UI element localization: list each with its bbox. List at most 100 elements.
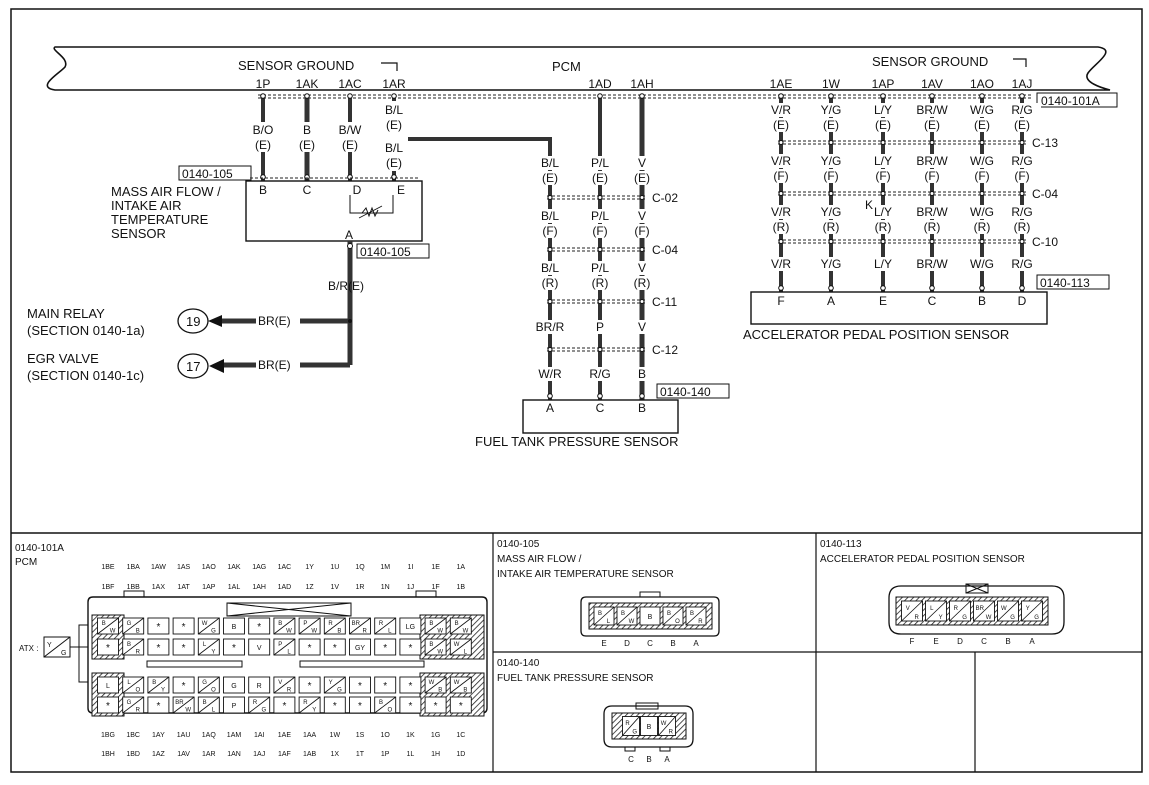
cavity-color-2: W bbox=[110, 628, 116, 634]
pcm-cavity bbox=[399, 696, 422, 714]
cavity-color-1: B bbox=[102, 621, 106, 627]
ftp-wire-label: V bbox=[638, 320, 646, 334]
cavity-color-2: W bbox=[629, 619, 635, 625]
cavity-color-2: R bbox=[362, 628, 367, 634]
app-wire-loc: (R) bbox=[974, 220, 991, 234]
cavity-split bbox=[198, 638, 220, 656]
app-wire-color: L/Y bbox=[874, 103, 892, 117]
splice-dot bbox=[880, 93, 886, 99]
pin-dot bbox=[639, 393, 645, 399]
pcm-cavity bbox=[323, 638, 346, 656]
cavity-color-2: W bbox=[286, 628, 292, 634]
cavity-color-1: B bbox=[278, 621, 282, 627]
pcm-cavity-label: 1AT bbox=[177, 584, 190, 591]
cavity-split bbox=[122, 676, 144, 694]
label-bg bbox=[963, 154, 1001, 168]
main-relay-label: MAIN RELAY (SECTION 0140-1a) bbox=[27, 306, 145, 338]
app-wire-loc: (E) bbox=[823, 118, 839, 132]
pcm-cavity bbox=[399, 638, 422, 656]
ftp-joint-C-04: C-04 bbox=[652, 243, 678, 257]
label-bg bbox=[291, 122, 323, 152]
label-bg bbox=[769, 220, 793, 234]
maf-wire-color: B/L bbox=[385, 141, 403, 155]
pin-dot bbox=[391, 174, 397, 180]
maf-wire-loc: (E) bbox=[255, 138, 271, 152]
cavity-color: * bbox=[333, 701, 337, 712]
cavity-color-1: V bbox=[278, 680, 282, 686]
pcm-cavity-label: 1L bbox=[407, 751, 415, 758]
joint-dot bbox=[547, 299, 553, 304]
maf-name-line: INTAKE AIR bbox=[111, 198, 182, 213]
cavity-color: * bbox=[408, 643, 412, 654]
joint-dot bbox=[1019, 239, 1025, 244]
cavity-color-2: B bbox=[136, 628, 140, 634]
joint-dot bbox=[639, 299, 645, 304]
app-connector-id-box bbox=[1036, 274, 1110, 290]
label-bg bbox=[864, 205, 902, 219]
panel-maf-pin-E: E bbox=[601, 639, 606, 648]
label-bg bbox=[864, 154, 902, 168]
cavity-split bbox=[949, 600, 971, 622]
label-bg bbox=[920, 118, 944, 132]
cavity-color: * bbox=[434, 701, 438, 712]
label-bg bbox=[1003, 257, 1041, 271]
pcm-cavity-label: 1BA bbox=[127, 564, 141, 571]
cavity-color-1: B bbox=[621, 611, 625, 617]
pcm-cavity bbox=[248, 638, 271, 656]
label-bg bbox=[864, 257, 902, 271]
cavity-color: * bbox=[459, 701, 463, 712]
app-wire-loc: (E) bbox=[924, 118, 940, 132]
pcm-cavity bbox=[147, 638, 170, 656]
pin-dot bbox=[597, 393, 603, 399]
sensor-ground-left-label: SENSOR GROUND bbox=[238, 58, 354, 73]
pcm-cavity-label: 1AQ bbox=[202, 732, 217, 739]
label-bg bbox=[583, 156, 617, 170]
pcm-cavity-label: 1M bbox=[380, 564, 390, 571]
label-bg bbox=[625, 156, 659, 170]
cavity-split bbox=[997, 600, 1019, 622]
cavity-color-1: R bbox=[625, 721, 630, 727]
pcm-cavity bbox=[349, 638, 371, 656]
ftp-wire-label: V bbox=[638, 209, 646, 223]
label-bg bbox=[970, 118, 994, 132]
outer-frame bbox=[10, 8, 1143, 773]
maf-sensor-body bbox=[245, 180, 423, 242]
pcm-cavity-label: 1AP bbox=[202, 584, 216, 591]
joint-dot bbox=[828, 239, 834, 244]
cavity-color: * bbox=[182, 681, 186, 692]
cavity-split bbox=[1021, 600, 1043, 622]
app-wire-color: BR/W bbox=[916, 257, 948, 271]
pcm-cavity-label: 1AY bbox=[152, 732, 165, 739]
pcm-cavity-label: 1W bbox=[330, 732, 341, 739]
pcm-cavity-label: 1K bbox=[406, 732, 415, 739]
ftp-wire-label: (E) bbox=[592, 171, 608, 185]
svg-text:(SECTION 0140-1a): (SECTION 0140-1a) bbox=[27, 323, 145, 338]
cavity-split bbox=[198, 696, 220, 714]
joint-dot bbox=[1019, 191, 1025, 196]
cavity-color-1: W bbox=[202, 621, 208, 627]
joint-dot bbox=[828, 140, 834, 145]
pcm-cavity bbox=[298, 638, 321, 656]
label-bg bbox=[769, 169, 793, 183]
pcm-cavity bbox=[374, 676, 397, 694]
pcm-cavity-label: 1AD bbox=[278, 584, 292, 591]
cavity-split bbox=[925, 600, 947, 622]
panel-maf-pin-D: D bbox=[624, 639, 630, 648]
app-wire-labels: V/RV/RV/RV/R(E)(F)(R)Y/GY/GY/GY/G(E)(F)(… bbox=[762, 103, 1041, 271]
cavity-split bbox=[273, 617, 296, 635]
joint-dot bbox=[597, 299, 603, 304]
label-bg bbox=[380, 101, 408, 171]
cavity-color: * bbox=[282, 701, 286, 712]
ftp-wire-label: B/L bbox=[541, 209, 559, 223]
app-wire-loc: (E) bbox=[1014, 118, 1030, 132]
maf-wire-color: B/W bbox=[339, 123, 362, 137]
label-bg bbox=[762, 205, 800, 219]
pcm-bus bbox=[46, 46, 1111, 99]
label-bg bbox=[533, 320, 567, 334]
label-bg bbox=[625, 320, 659, 334]
label-bg bbox=[583, 261, 617, 275]
